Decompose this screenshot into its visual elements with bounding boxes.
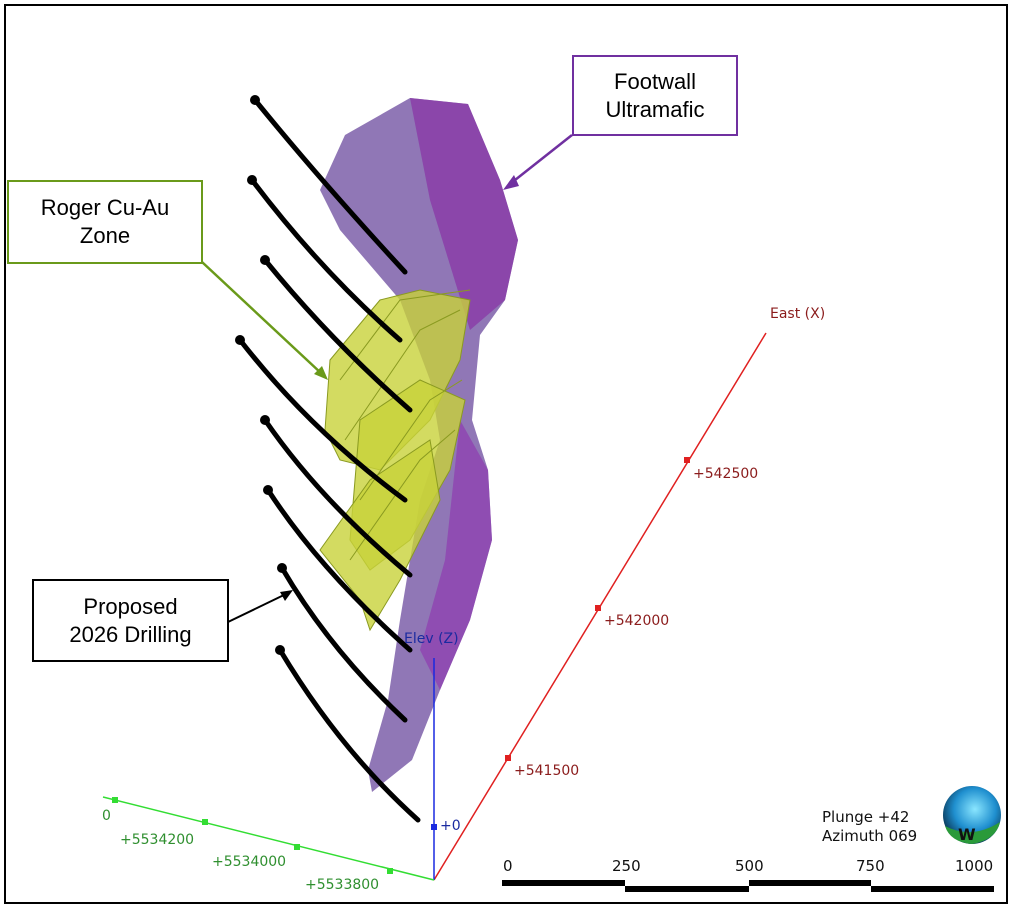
north-tick [112,797,118,803]
scale-label: 500 [735,857,764,875]
north-axis [102,796,435,881]
drill-collars [235,95,287,655]
callout-line: Proposed [83,593,178,619]
drill-hole [265,487,413,653]
drill-hole [262,257,413,413]
drill-hole [237,337,408,503]
north-tick-label: +5533800 [305,877,380,893]
viewport-frame [4,4,1008,904]
scale-label: 0 [503,857,513,875]
east-tick-label: +542000 [604,613,670,629]
callout-footwall-ultramafic: Footwall Ultramafic [572,55,738,136]
east-tick-label: +542500 [693,466,759,482]
drill-hole [279,565,408,723]
orientation-globe-icon[interactable]: W [943,786,1001,844]
callout-line: Ultramafic [605,96,705,122]
east-tick [684,457,690,463]
north-tick-label: 0 [102,808,111,824]
elev-tick-label: +0 [440,818,461,834]
north-tick [294,844,300,850]
callout-line: Zone [79,223,131,248]
azimuth-value: Azimuth 069 [822,827,918,845]
drill-hole [252,97,408,275]
drill-hole [277,647,421,823]
scale-bar [502,880,994,892]
axes [102,332,767,881]
elev-axis-label: Elev (Z) [404,631,459,647]
scale-label: 1000 [955,857,994,875]
callout-line: Roger Cu-Au [40,195,170,220]
drill-hole [249,177,403,343]
proposed-drill-holes [237,97,421,823]
scale-label: 750 [856,857,885,875]
north-tick [387,868,393,874]
roger-cu-au-zone [319,289,471,632]
callout-roger-zone: Roger Cu-Au Zone [7,180,203,264]
north-tick [202,819,208,825]
north-tick-label: +5534200 [120,832,195,848]
east-axis-label: East (X) [770,306,826,322]
scale-label: 250 [612,857,641,875]
globe-letter: W [958,825,976,844]
orientation-readout: Plunge +42 Azimuth 069 [822,808,917,846]
footwall-ultramafic-body [320,98,518,792]
plunge-value: Plunge +42 [822,808,910,826]
drill-hole [262,417,413,578]
north-tick-label: +5534000 [212,854,287,870]
east-tick [505,755,511,761]
east-tick-label: +541500 [514,763,580,779]
elev-tick [431,824,437,830]
callout-proposed-drilling: Proposed 2026 Drilling [32,579,229,662]
callout-leaders [201,134,573,623]
callout-line: Footwall [614,68,696,94]
callout-line: 2026 Drilling [69,621,192,647]
east-tick [595,605,601,611]
